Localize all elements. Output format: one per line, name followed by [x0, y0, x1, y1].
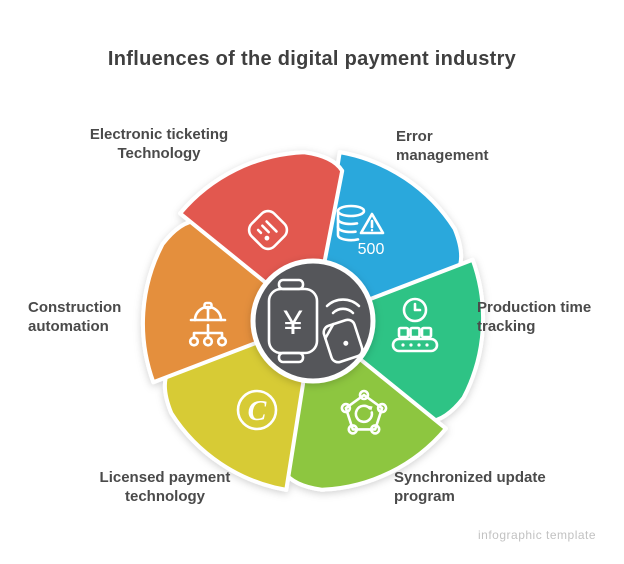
ticket-icon: [247, 209, 289, 251]
copyright-icon: C: [236, 389, 278, 431]
label-copyright: Licensed payment technology: [99, 469, 231, 505]
wheel-petals: [140, 150, 486, 492]
network-refresh-icon: [340, 389, 388, 435]
label-sync: Synchronized update program: [394, 469, 546, 505]
currency-glyph: ¥: [283, 304, 303, 342]
card-reader-icon: [322, 318, 364, 364]
watermark: infographic template: [478, 528, 597, 542]
contactless-payment-icon: ¥: [267, 278, 364, 364]
clock-conveyor-icon: [391, 297, 439, 353]
hardhat-network-icon: [188, 301, 228, 347]
page-title: Influences of the digital payment indust…: [107, 48, 517, 70]
segment-automation: [140, 218, 315, 385]
error-500-badge: 500: [358, 241, 385, 258]
label-tracking: Production time tracking: [477, 299, 592, 335]
copyright-glyph: C: [248, 396, 267, 427]
segment-tracking: [311, 257, 486, 424]
center-circle: [250, 258, 376, 384]
label-automation: Construction automation: [28, 299, 122, 335]
label-errors: Error management: [396, 128, 489, 164]
database-error-icon: 500: [336, 204, 385, 258]
label-ticketing: Electronic ticketing Technology: [89, 126, 229, 162]
center-hub: [250, 258, 376, 384]
